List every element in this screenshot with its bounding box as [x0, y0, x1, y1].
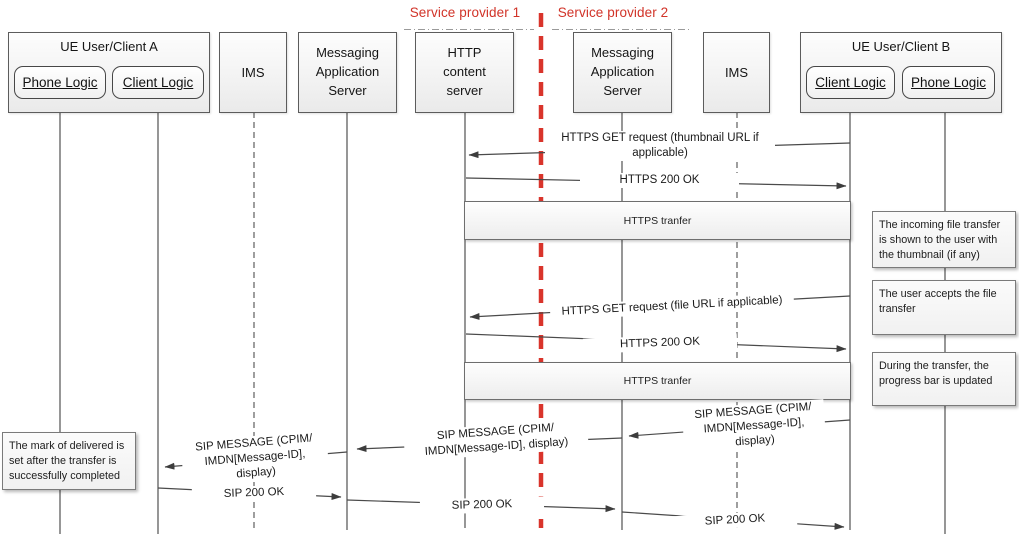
label-https-200-ok-1: HTTPS 200 OK	[580, 173, 739, 188]
note-progress-bar: During the transfer, the progress bar is…	[872, 352, 1016, 406]
actor-messaging-application-server-2: Messaging Application Server	[573, 32, 672, 113]
note-user-accepts: The user accepts the file transfer	[872, 280, 1016, 335]
client-logic-a: Client Logic	[112, 66, 204, 99]
https-transfer-box-1: HTTPS tranfer	[464, 201, 851, 240]
service-provider-2-label: Service provider 2	[557, 5, 669, 20]
phone-logic-b: Phone Logic	[902, 66, 995, 99]
ims-2-label: IMS	[724, 65, 749, 80]
actor-messaging-application-server-1: Messaging Application Server	[298, 32, 397, 113]
actor-ue-user-client-a: UE User/Client A Phone Logic Client Logi…	[8, 32, 210, 113]
client-logic-b: Client Logic	[806, 66, 895, 99]
label-https-get-thumbnail: HTTPS GET request (thumbnail URL if appl…	[545, 131, 775, 161]
actor-http-content-server: HTTP content server	[415, 32, 514, 113]
http-content-server-label: HTTP content server	[443, 45, 486, 98]
mas-1-label: Messaging Application Server	[315, 45, 380, 98]
phone-logic-a: Phone Logic	[14, 66, 106, 99]
note-incoming-file-transfer: The incoming file transfer is shown to t…	[872, 211, 1016, 268]
service-provider-1-label: Service provider 1	[409, 5, 521, 20]
ue-b-title: UE User/Client B	[851, 39, 951, 54]
ims-1-label: IMS	[241, 65, 265, 80]
https-transfer-box-2: HTTPS tranfer	[464, 362, 851, 400]
note-mark-of-delivered: The mark of delivered is set after the t…	[2, 432, 136, 490]
actor-ims-1: IMS	[219, 32, 287, 113]
actor-ims-2: IMS	[703, 32, 770, 113]
mas-2-label: Messaging Application Server	[590, 45, 655, 98]
actor-ue-user-client-b: UE User/Client B Client Logic Phone Logi…	[800, 32, 1002, 113]
ue-a-title: UE User/Client A	[60, 39, 158, 54]
